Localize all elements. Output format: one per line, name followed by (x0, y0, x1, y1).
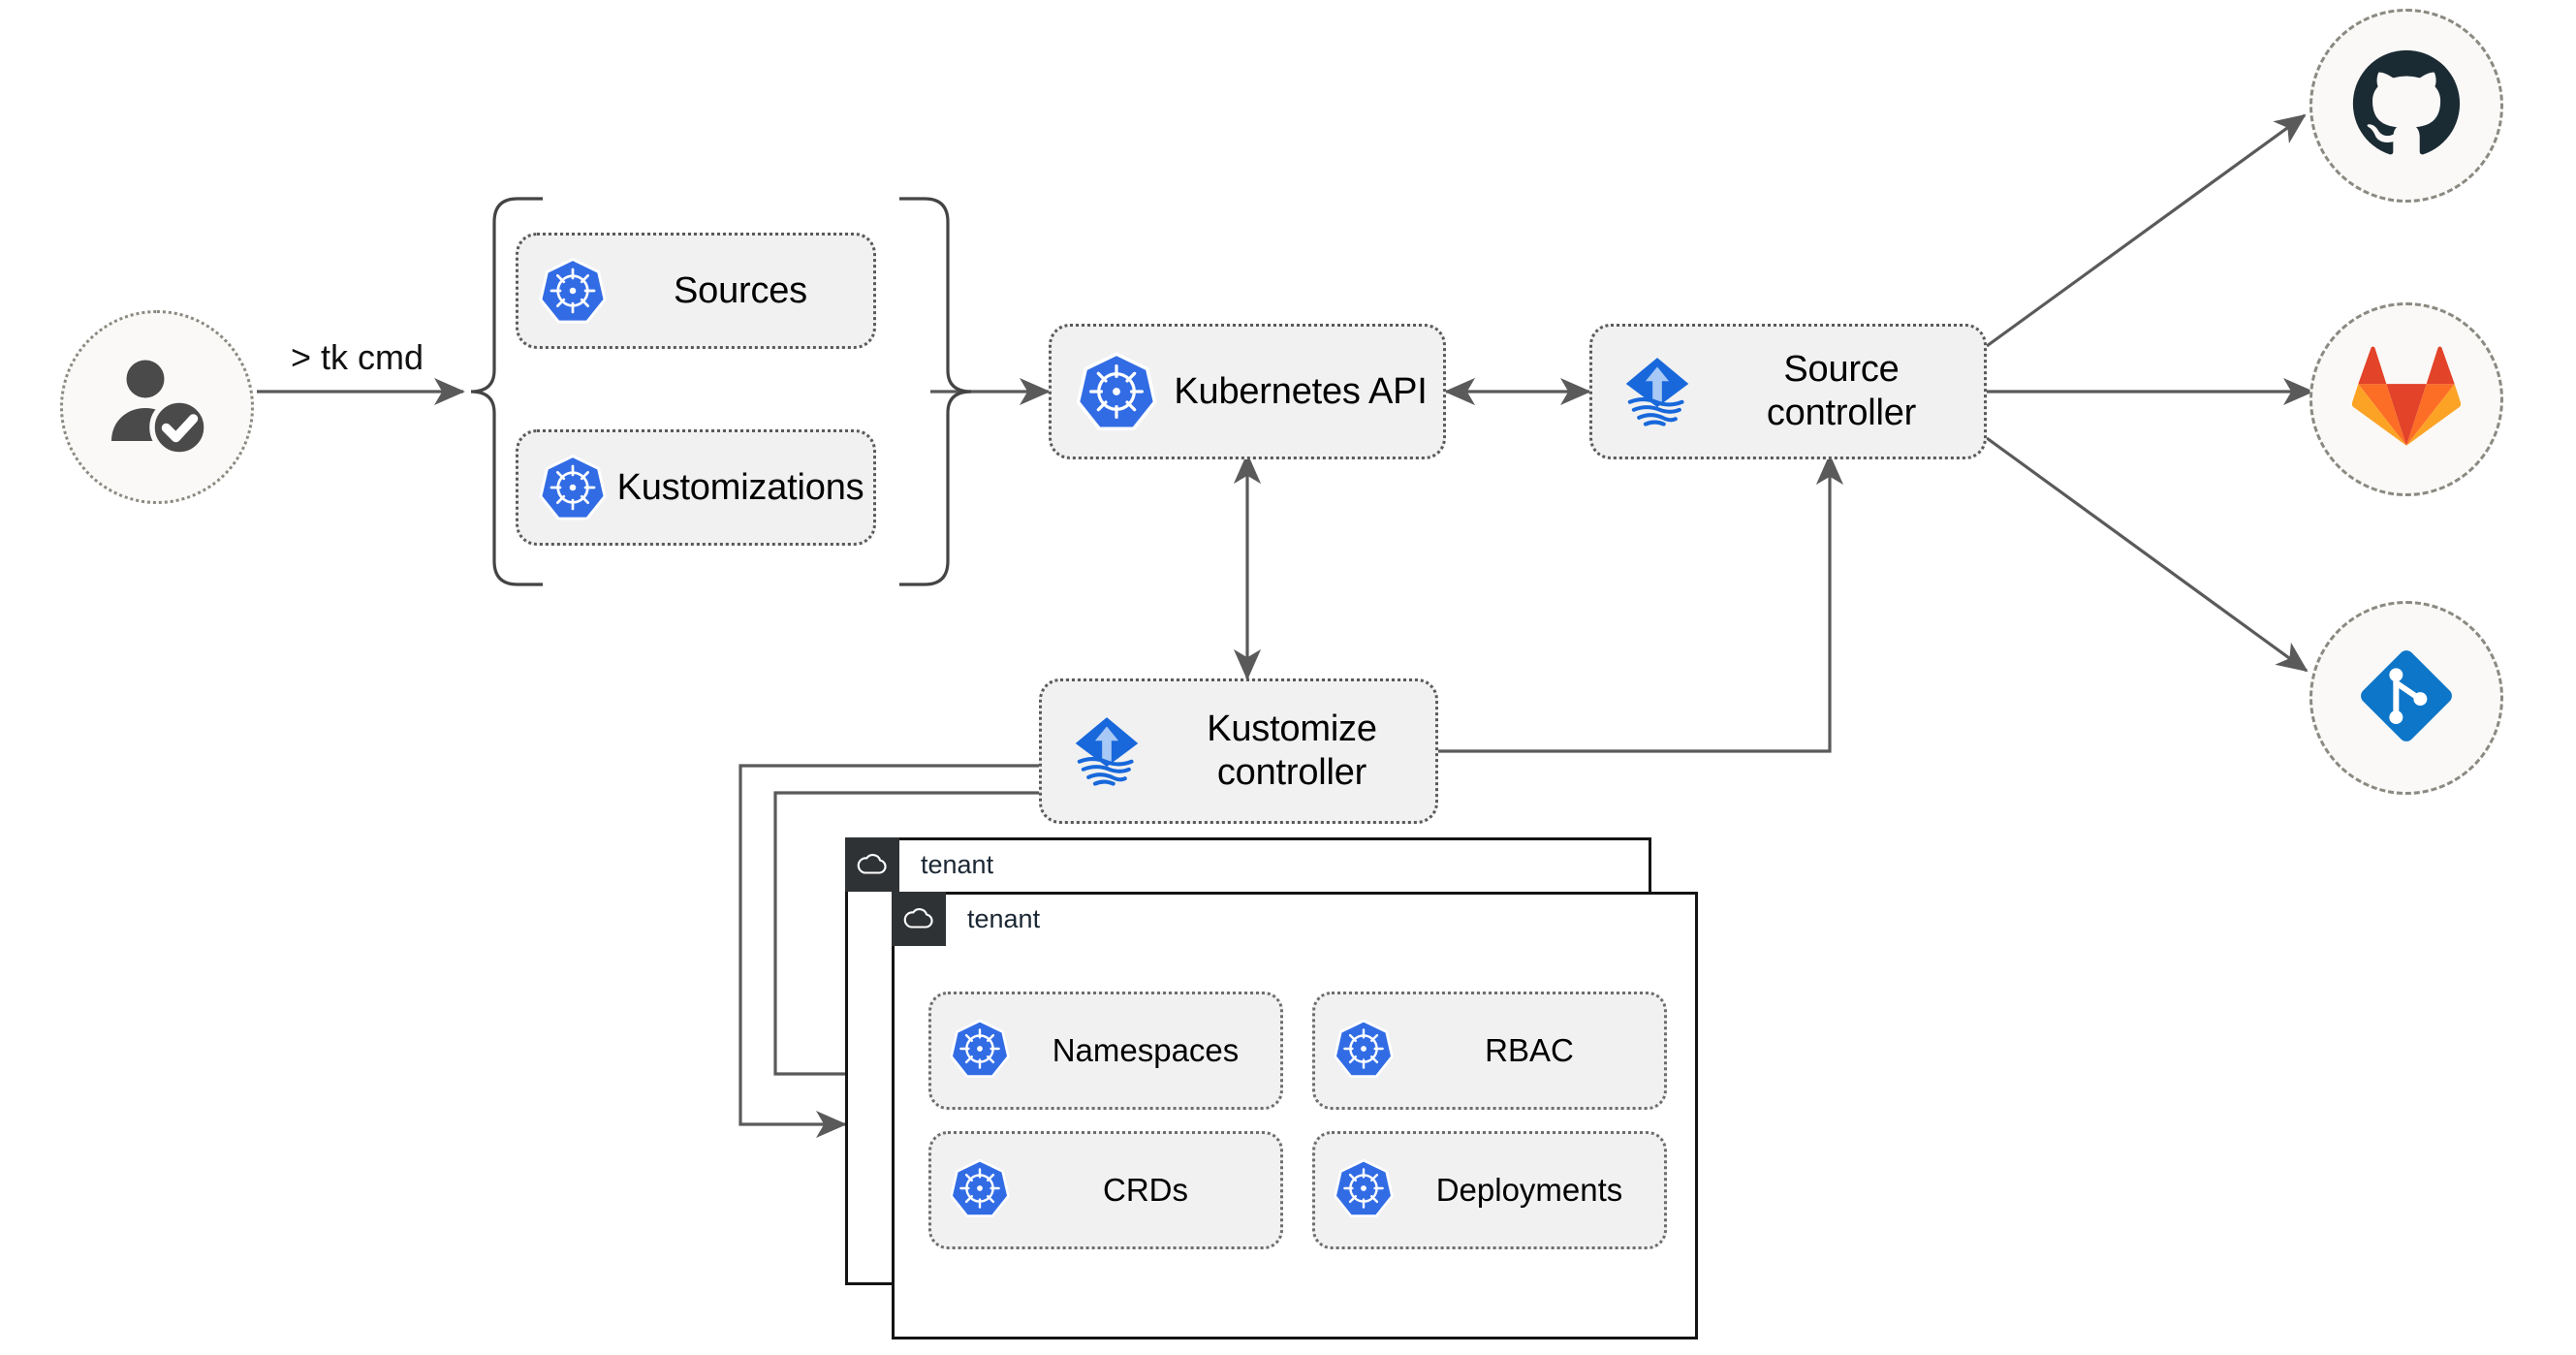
tenant-name-label: tenant (921, 849, 994, 879)
resource-box-deployments[interactable]: Deployments (1312, 1131, 1667, 1249)
user-check-icon (99, 347, 215, 468)
brace-right (899, 197, 972, 586)
kubernetes-icon (949, 1018, 1011, 1085)
kubernetes-api-label: Kubernetes API (1174, 370, 1428, 412)
kubernetes-api-node[interactable]: Kubernetes API (1049, 324, 1446, 459)
wire-source-to-azure (1986, 436, 2309, 673)
authenticated-user-node[interactable] (60, 310, 254, 504)
tenant-titlebar: tenant (845, 837, 993, 892)
resource-label: Deployments (1435, 1172, 1623, 1208)
resource-label: RBAC (1485, 1032, 1574, 1068)
resource-label: CRDs (1103, 1172, 1188, 1208)
azure-repos-provider-node[interactable] (2309, 601, 2503, 795)
wire-kustomize-to-source (1438, 454, 1844, 753)
tenant-name-label: tenant (967, 903, 1041, 933)
gitlab-provider-node[interactable] (2309, 302, 2503, 496)
tenant-window-front[interactable]: tenant (892, 892, 1698, 1339)
resource-box-namespaces[interactable]: Namespaces (928, 992, 1283, 1110)
cloud-icon (845, 837, 899, 892)
resource-box-crds[interactable]: CRDs (928, 1131, 1283, 1249)
sources-crd-label: Sources (673, 269, 807, 311)
kubernetes-icon (949, 1157, 1011, 1224)
kubernetes-icon (1075, 350, 1158, 433)
kustomizations-crd-box[interactable]: Kustomizations (516, 429, 876, 546)
tenant-titlebar: tenant (892, 892, 1040, 946)
github-icon (2349, 47, 2464, 166)
kubernetes-icon (1333, 1018, 1395, 1085)
flux-icon (1065, 709, 1148, 793)
kubernetes-icon (538, 256, 608, 326)
cloud-icon (892, 892, 946, 946)
tenant-resource-grid: Namespaces (928, 992, 1667, 1249)
sources-crd-box[interactable]: Sources (516, 233, 876, 349)
gitlab-icon (2351, 343, 2462, 457)
tk-command-label: > tk cmd (291, 337, 424, 377)
resource-box-rbac[interactable]: RBAC (1312, 992, 1667, 1110)
git-diamond-icon (2346, 636, 2466, 761)
resource-label: Namespaces (1052, 1032, 1240, 1068)
github-provider-node[interactable] (2309, 9, 2503, 203)
kubernetes-icon (1333, 1157, 1395, 1224)
kustomizations-crd-label: Kustomizations (616, 466, 864, 508)
kubernetes-icon (538, 453, 608, 522)
wire-source-to-github (1986, 113, 2307, 348)
flux-icon (1616, 350, 1699, 433)
